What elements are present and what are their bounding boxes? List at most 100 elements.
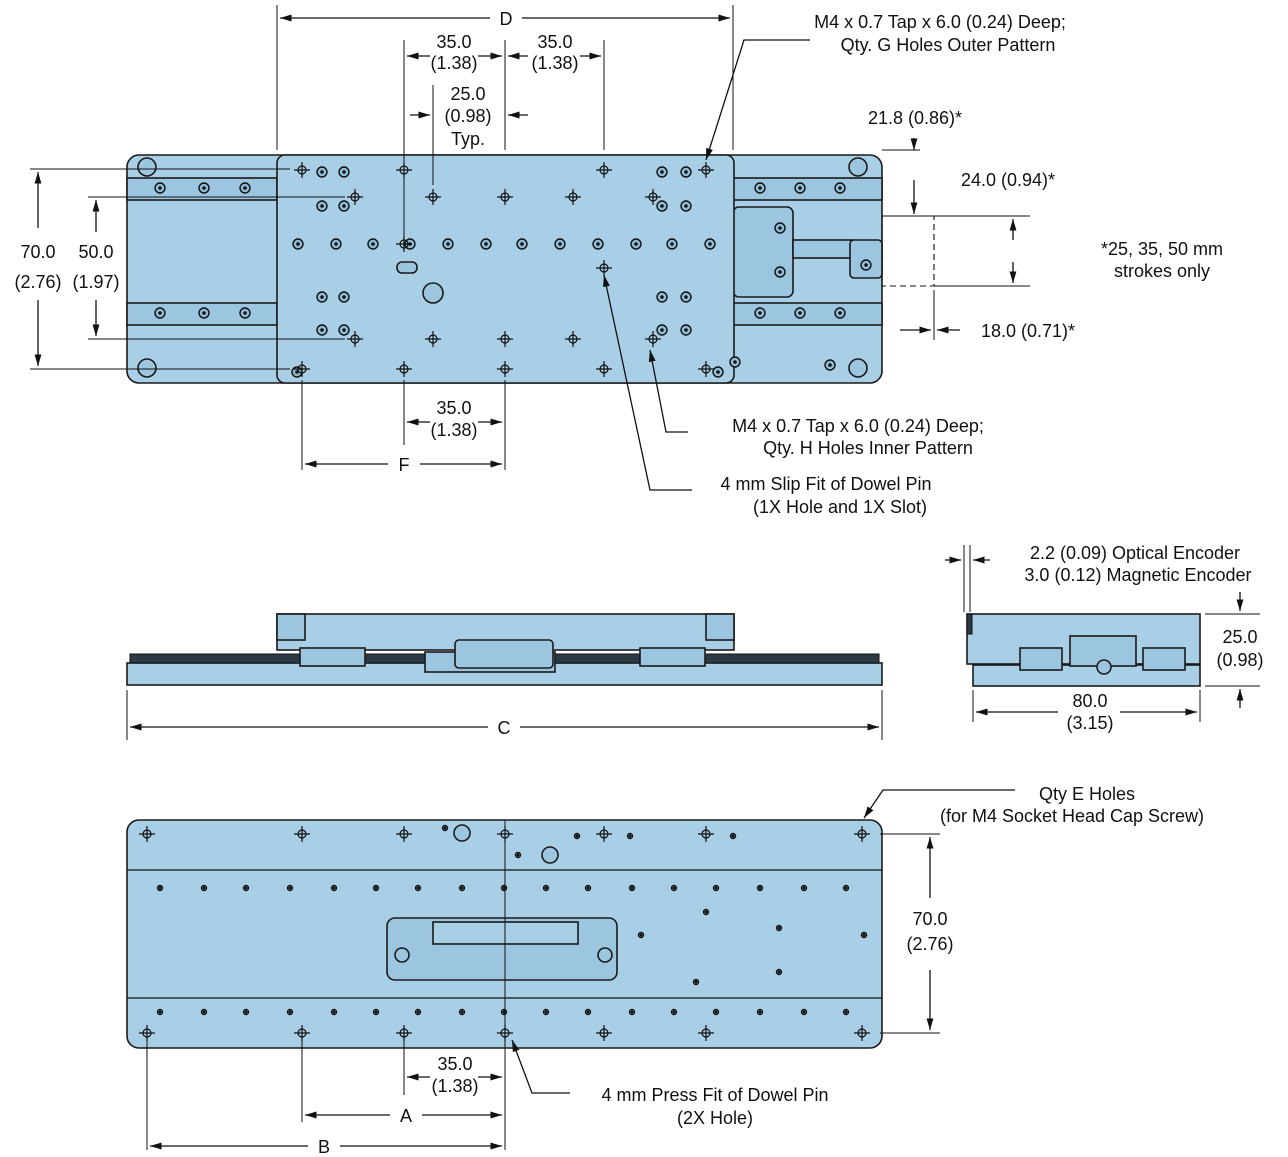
dim-typ: Typ. bbox=[451, 129, 485, 149]
tap-hole bbox=[294, 162, 310, 178]
tap-hole bbox=[294, 361, 310, 377]
bottom-small-hole-center bbox=[158, 1010, 162, 1014]
dim-138-left: (1.38) bbox=[430, 53, 477, 73]
center-bore bbox=[422, 282, 444, 304]
dim-70: 70.0 bbox=[20, 242, 55, 262]
bottom-small-hole-center bbox=[844, 1010, 848, 1014]
mount-hole-center bbox=[864, 263, 868, 267]
base-corner-hole bbox=[848, 157, 868, 177]
bottom-screw-hole-ring bbox=[297, 1028, 307, 1038]
mount-hole-center bbox=[684, 295, 688, 299]
tap-hole bbox=[645, 331, 661, 347]
side-encoder-edge bbox=[966, 613, 973, 635]
tap-hole bbox=[396, 361, 412, 377]
bottom-bore bbox=[453, 824, 471, 842]
mount-hole-center bbox=[320, 170, 324, 174]
side-bearing-right bbox=[1142, 647, 1186, 671]
bottom-small-hole-center bbox=[844, 886, 848, 890]
bottom-small-hole-center bbox=[802, 1010, 806, 1014]
mount-hole-center bbox=[558, 242, 562, 246]
tap-hole bbox=[497, 189, 513, 205]
tap-hole-ring bbox=[701, 165, 711, 175]
tap-hole-ring bbox=[500, 334, 510, 344]
mount-hole-center bbox=[295, 370, 299, 374]
tap-hole-ring bbox=[599, 364, 609, 374]
tap-hole-ring bbox=[599, 263, 609, 273]
callout-outer-line2: Qty. G Holes Outer Pattern bbox=[841, 35, 1056, 55]
callout-outer-line1: M4 x 0.7 Tap x 6.0 (0.24) Deep; bbox=[814, 12, 1066, 32]
tap-hole-ring bbox=[568, 192, 578, 202]
encoder-head bbox=[849, 239, 883, 279]
mount-hole-center bbox=[778, 270, 782, 274]
bottom-small-hole-center bbox=[586, 1010, 590, 1014]
mount-hole-center bbox=[158, 311, 162, 315]
bottom-screw-hole-ring bbox=[857, 829, 867, 839]
base-corner-hole bbox=[137, 157, 157, 177]
bottom-small-hole-center bbox=[630, 1010, 634, 1014]
bottom-small-hole-center bbox=[672, 886, 676, 890]
bottom-small-hole-center bbox=[714, 1010, 718, 1014]
bottom-small-hole-center bbox=[802, 886, 806, 890]
dim-35-left: 35.0 bbox=[436, 32, 471, 52]
mount-hole-center bbox=[778, 226, 782, 230]
tap-hole-pattern bbox=[294, 162, 714, 377]
bottom-screw-hole-ring bbox=[599, 1028, 609, 1038]
mount-hole-center bbox=[202, 186, 206, 190]
bottom-small-hole-center bbox=[516, 853, 520, 857]
dim-side-315: (3.15) bbox=[1066, 713, 1113, 733]
dim-197: (1.97) bbox=[72, 272, 119, 292]
side-screw bbox=[1096, 659, 1112, 675]
dim-25: 25.0 bbox=[450, 84, 485, 104]
callout-slip-line1: 4 mm Slip Fit of Dowel Pin bbox=[720, 474, 931, 494]
bottom-hole-pattern bbox=[139, 824, 870, 1041]
bottom-screw-hole bbox=[698, 1025, 714, 1041]
mount-hole-center bbox=[484, 242, 488, 246]
tap-hole bbox=[425, 331, 441, 347]
bottom-screw-hole bbox=[854, 826, 870, 842]
dim-c: C bbox=[498, 718, 511, 738]
mount-hole-center bbox=[684, 170, 688, 174]
bottom-small-hole-center bbox=[202, 886, 206, 890]
bottom-screw-hole bbox=[294, 1025, 310, 1041]
dim-bot-70: 70.0 bbox=[912, 909, 947, 929]
mount-hole-center bbox=[334, 242, 338, 246]
bottom-screw-hole bbox=[596, 826, 612, 842]
bottom-small-hole-center bbox=[575, 834, 579, 838]
callout-press-line2: (2X Hole) bbox=[677, 1108, 753, 1128]
mount-hole-center bbox=[733, 360, 737, 364]
bottom-small-hole-center bbox=[202, 1010, 206, 1014]
tap-hole-ring bbox=[568, 334, 578, 344]
tap-hole-ring bbox=[399, 364, 409, 374]
bottom-small-hole-center bbox=[758, 1010, 762, 1014]
bottom-small-hole-center bbox=[332, 1010, 336, 1014]
bottom-small-hole-center bbox=[374, 1010, 378, 1014]
bottom-window-screw bbox=[597, 947, 613, 963]
mount-hole-center bbox=[342, 328, 346, 332]
tap-hole bbox=[497, 361, 513, 377]
callout-slip-line2: (1X Hole and 1X Slot) bbox=[753, 497, 927, 517]
dim-218: 21.8 (0.86)* bbox=[868, 108, 962, 128]
dim-098: (0.98) bbox=[444, 106, 491, 126]
bottom-small-hole-center bbox=[288, 886, 292, 890]
mount-hole-center bbox=[660, 295, 664, 299]
mount-hole-center bbox=[634, 242, 638, 246]
dim-35-mid: 35.0 bbox=[436, 398, 471, 418]
bottom-small-hole-center bbox=[704, 910, 708, 914]
side-bearing-left bbox=[1019, 647, 1063, 671]
bottom-screw-hole-ring bbox=[399, 829, 409, 839]
bottom-small-hole-center bbox=[460, 1010, 464, 1014]
tap-hole bbox=[565, 331, 581, 347]
tap-hole-ring bbox=[500, 192, 510, 202]
bottom-screw-hole-ring bbox=[142, 829, 152, 839]
bottom-small-hole-center bbox=[332, 886, 336, 890]
tap-hole bbox=[698, 361, 714, 377]
front-endcap-right bbox=[705, 613, 735, 641]
tap-hole-ring bbox=[648, 192, 658, 202]
mount-hole-center bbox=[670, 242, 674, 246]
bottom-bore bbox=[541, 846, 559, 864]
bottom-small-hole-center bbox=[630, 886, 634, 890]
bottom-small-hole-center bbox=[416, 886, 420, 890]
dim-optical-encoder: 2.2 (0.09) Optical Encoder bbox=[1030, 543, 1240, 563]
mount-hole-center bbox=[342, 295, 346, 299]
dim-side-25: 25.0 bbox=[1222, 627, 1257, 647]
